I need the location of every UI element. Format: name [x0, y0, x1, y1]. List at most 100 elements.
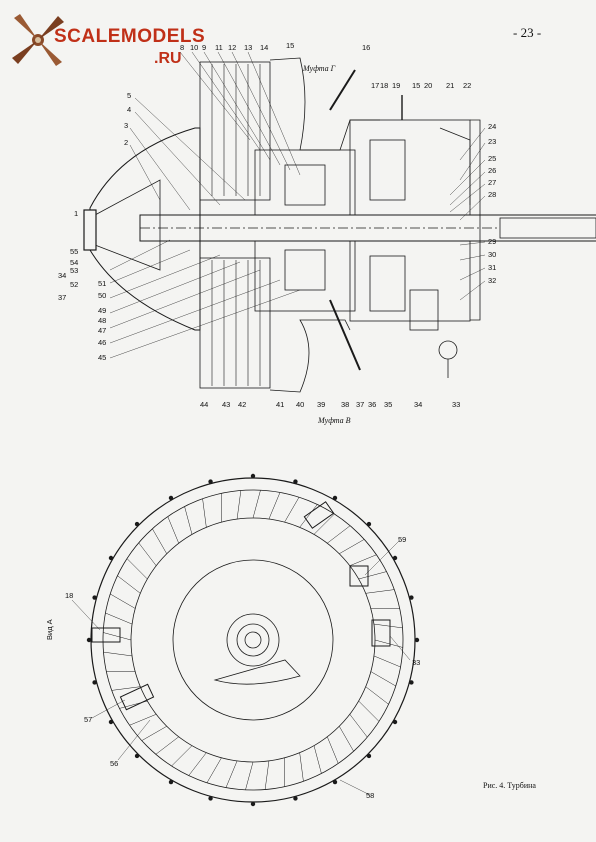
vane-line: [111, 686, 141, 691]
rim-bolt: [86, 637, 92, 643]
callout-top-2: 10: [190, 43, 198, 52]
callout-left-13: 48: [98, 316, 106, 325]
vane-line: [225, 760, 238, 788]
vane-line: [365, 686, 389, 705]
callout-left-3: 3: [124, 121, 128, 130]
vane-line: [152, 528, 167, 554]
vane-line: [327, 525, 351, 544]
vane-line: [339, 726, 354, 752]
callout-bottom-12: 33: [452, 400, 460, 409]
vane-line: [188, 752, 207, 776]
callout-bottom-1: 44: [200, 400, 208, 409]
callout-top-13: 15: [412, 81, 420, 90]
vane-line: [365, 589, 395, 594]
vane-line: [141, 726, 167, 741]
caption-coupling-g: Муфта Г: [303, 64, 336, 73]
vane-line: [252, 490, 261, 519]
vane-line: [103, 651, 133, 657]
callout-bottom-3: 42: [238, 400, 246, 409]
callout-top-15: 21: [446, 81, 454, 90]
vane-line: [167, 516, 179, 544]
vane-line: [284, 497, 300, 523]
view-a-label: Вид А: [45, 619, 54, 640]
vane-line: [138, 542, 157, 566]
site-logo[interactable]: SCALEMODELS .RU: [8, 8, 205, 78]
rim-bolt: [250, 801, 256, 807]
vane-line: [299, 752, 304, 782]
vane-line: [184, 506, 193, 535]
callout-top-11: 18: [380, 81, 388, 90]
callout-left-5: 1: [74, 209, 78, 218]
callout-bottom-6: 39: [317, 400, 325, 409]
vane-line: [349, 714, 368, 738]
callout-bottom-4: 41: [276, 400, 284, 409]
rim-bolt: [332, 779, 338, 785]
callout-left-2: 4: [127, 105, 131, 114]
callout-view-56: 56: [110, 759, 118, 768]
callout-top-6: 13: [244, 43, 252, 52]
callout-right-6: 28: [488, 190, 496, 199]
rim-bolt: [92, 680, 97, 685]
vane-line: [236, 490, 242, 520]
rim-bolt: [134, 753, 140, 759]
callout-bottom-8: 37: [356, 400, 364, 409]
callout-left-15: 46: [98, 338, 106, 347]
callout-view-33: 33: [412, 658, 420, 667]
callout-bottom-2: 43: [222, 400, 230, 409]
caption-coupling-v: Муфта В: [318, 416, 351, 425]
vane-line: [373, 623, 403, 629]
callout-top-1: 8: [180, 43, 184, 52]
callout-right-8: 30: [488, 250, 496, 259]
callout-left-1: 5: [127, 91, 131, 100]
vane-line: [129, 714, 157, 726]
rim-bolt: [108, 719, 114, 725]
figure-caption: Рис. 4. Турбина: [483, 781, 536, 790]
rim-bolt: [392, 719, 398, 725]
vane-line: [117, 575, 141, 594]
vane-line: [155, 736, 179, 755]
callout-left-6: 55: [70, 247, 78, 256]
rim-bolt: [366, 753, 372, 759]
vane-line: [327, 736, 339, 764]
callout-bottom-5: 40: [296, 400, 304, 409]
callout-top-4: 11: [215, 43, 223, 52]
page-number: - 23 -: [513, 25, 542, 40]
logo-suffix: .RU: [154, 50, 182, 67]
callout-left-14: 47: [98, 326, 106, 335]
rim-bolt: [332, 495, 338, 501]
callout-view-58: 58: [366, 791, 374, 800]
callout-top-3: 9: [202, 43, 206, 52]
callout-left-9: 52: [70, 280, 78, 289]
callout-view-59: 59: [398, 535, 406, 544]
callout-right-7: 29: [488, 237, 496, 246]
vane-line: [374, 639, 403, 648]
vane-line: [206, 757, 222, 783]
vane-line: [171, 745, 193, 767]
rim-bolt: [414, 637, 420, 643]
vane-line: [110, 593, 136, 609]
callout-right-3: 25: [488, 154, 496, 163]
callout-left-16: 45: [98, 353, 106, 362]
callout-left-4: 2: [124, 138, 128, 147]
rim-bolt: [208, 796, 213, 801]
callout-top-8: 15: [286, 41, 294, 50]
callout-bottom-10: 35: [384, 400, 392, 409]
callout-left-extra-2: 37: [58, 293, 66, 302]
callout-left-7: 54: [70, 258, 78, 267]
vane-line: [370, 671, 396, 687]
callout-bottom-11: 34: [414, 400, 422, 409]
callout-bottom-9: 36: [368, 400, 376, 409]
callout-left-11: 50: [98, 291, 106, 300]
callout-view-57: 57: [84, 715, 92, 724]
callout-right-9: 31: [488, 263, 496, 272]
vane-line: [105, 612, 133, 625]
rim-bolt: [392, 555, 398, 561]
callout-right-2: 23: [488, 137, 496, 146]
callout-top-5: 12: [228, 43, 236, 52]
vane-line: [126, 558, 148, 580]
vane-line: [268, 492, 281, 520]
callout-right-4: 26: [488, 166, 496, 175]
rim-bolt: [293, 796, 298, 801]
